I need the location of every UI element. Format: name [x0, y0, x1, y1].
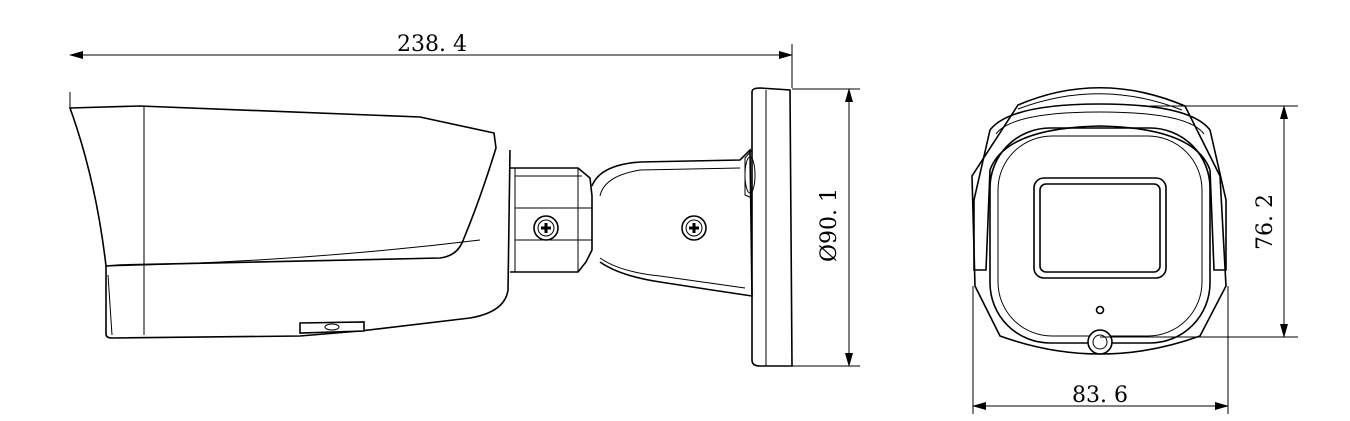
front-view: [971, 86, 1227, 355]
front-width-label: 83. 6: [1072, 383, 1128, 408]
mount-diameter-label: Ø90. 1: [817, 188, 842, 262]
length-dimension: 238. 4: [69, 32, 793, 108]
lens-window: [1033, 177, 1167, 279]
front-bottom-screw: [1087, 329, 1113, 355]
camera-body: [105, 149, 511, 339]
front-height-dimension: 76. 2: [1100, 105, 1298, 338]
front-shield: [973, 103, 1227, 271]
camera-housing-shield: [68, 105, 497, 267]
bracket-arm: [591, 148, 753, 297]
front-face: [989, 127, 1211, 344]
joint-screw: [533, 215, 559, 241]
front-width-dimension: 83. 6: [972, 286, 1229, 414]
side-view: [68, 87, 793, 367]
mount-base: [751, 87, 793, 367]
arm-screw: [681, 215, 707, 241]
front-height-label: 76. 2: [1253, 194, 1278, 250]
bracket-joint: [510, 167, 593, 273]
length-label: 238. 4: [397, 32, 467, 57]
bottom-screw-tab: [299, 321, 365, 334]
light-sensor: [1095, 305, 1105, 315]
front-mount-disc: [971, 86, 1227, 355]
mount-diameter-dimension: Ø90. 1: [792, 88, 860, 367]
